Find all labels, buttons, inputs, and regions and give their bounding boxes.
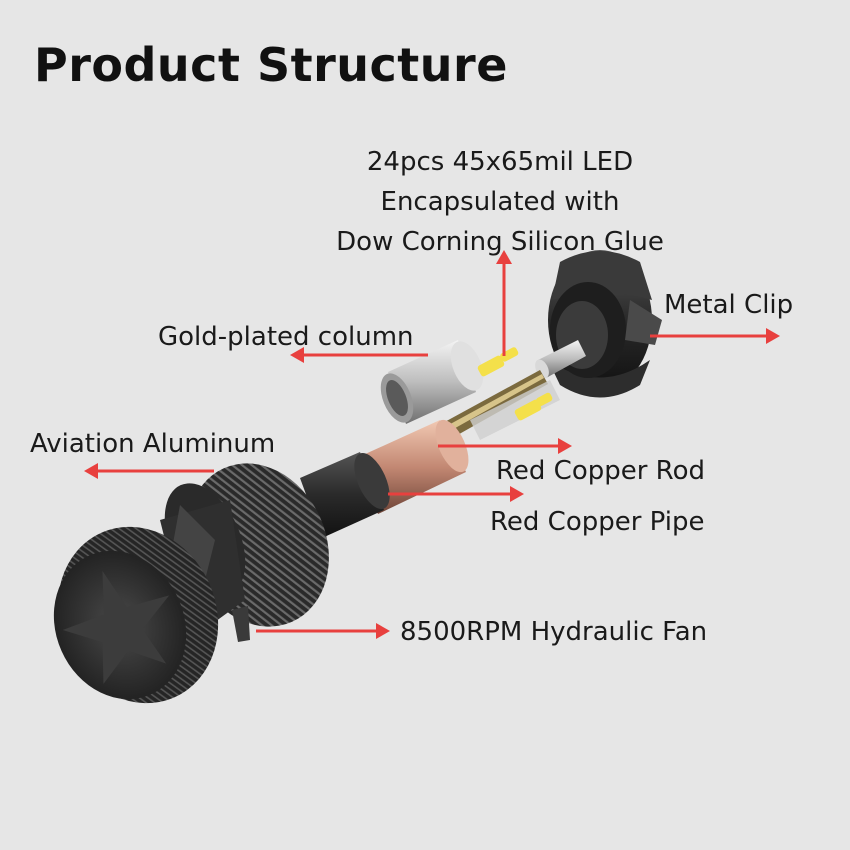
arrow-metal-clip (650, 328, 780, 344)
page-title: Product Structure (34, 38, 508, 92)
arrow-copper-pipe (388, 486, 524, 502)
gold-plated-column-part (380, 340, 484, 424)
gold-column-label: Gold-plated column (158, 322, 414, 352)
metal-clip-label: Metal Clip (664, 290, 794, 320)
arrow-hydraulic-fan (256, 623, 390, 639)
led-board-part (430, 347, 560, 446)
red-copper-rod-label: Red Copper Rod (496, 456, 705, 486)
red-copper-pipe-label: Red Copper Pipe (490, 507, 705, 537)
hydraulic-fan-label: 8500RPM Hydraulic Fan (400, 617, 708, 647)
led-label-line-1: 24pcs 45x65mil LED (366, 147, 634, 177)
arrow-led (496, 250, 512, 356)
callout-arrows (84, 250, 780, 639)
led-label-line-3: Dow Corning Silicon Glue (336, 227, 664, 257)
metal-clip-part (548, 250, 662, 398)
arrow-copper-rod (438, 438, 572, 454)
led-label-line-2: Encapsulated with (380, 187, 620, 217)
led-label: 24pcs 45x65mil LED Encapsulated with Dow… (330, 142, 670, 262)
arrow-gold-column (290, 347, 428, 363)
arrow-aviation-aluminum (84, 463, 214, 479)
end-cap-part (53, 526, 219, 704)
collar-part (300, 452, 390, 538)
aviation-aluminum-label: Aviation Aluminum (30, 429, 276, 459)
